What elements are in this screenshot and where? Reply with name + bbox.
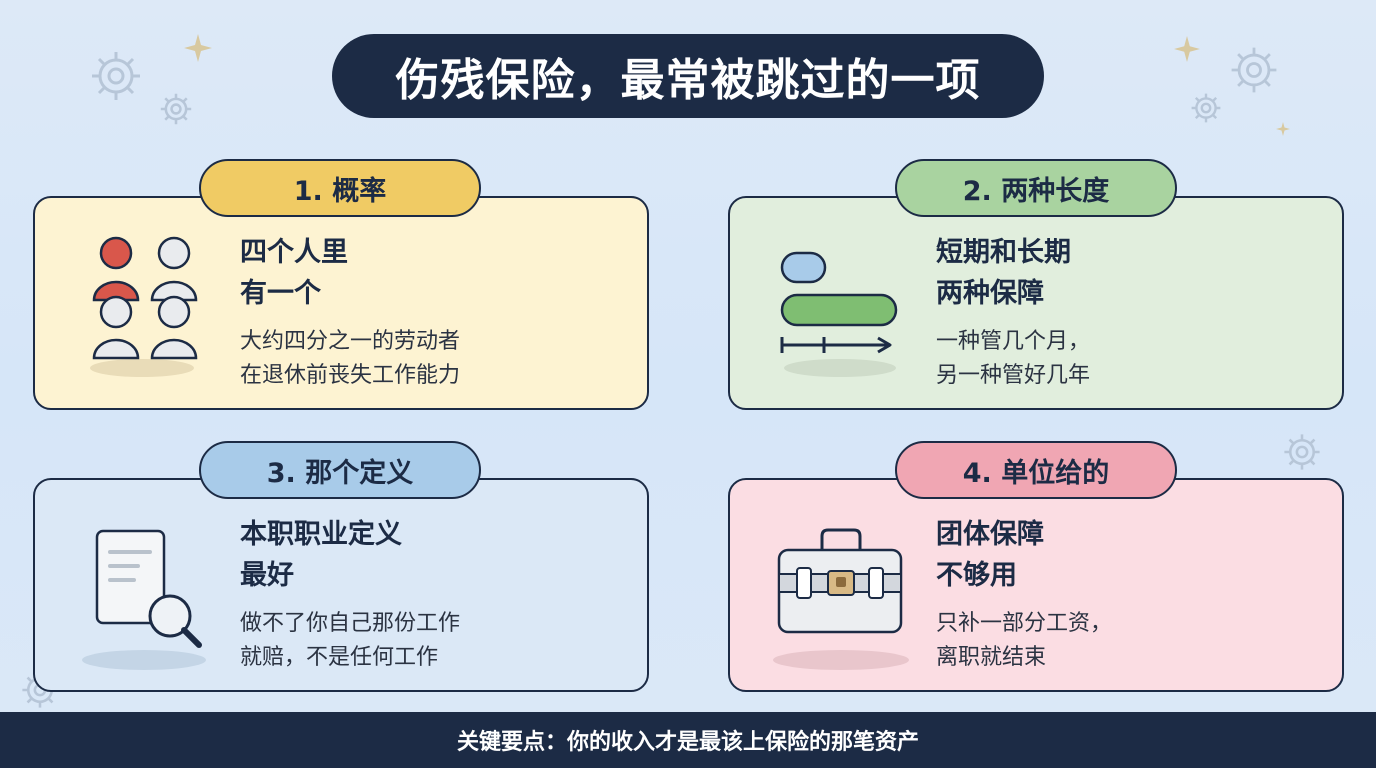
card-tab-duration: 2. 两种长度 <box>895 159 1177 217</box>
card-body: 一种管几个月， 另一种管好几年 <box>936 329 1091 388</box>
gear-icon <box>1284 434 1320 470</box>
card-tab-definition: 3. 那个定义 <box>199 441 481 499</box>
card-body: 大约四分之一的劳动者 在退休前丧失工作能力 <box>240 329 461 388</box>
card-body: 只补一部分工资， 离职就结束 <box>936 611 1113 670</box>
card-headline: 四个人里 有一个 <box>240 237 348 309</box>
page-title: 伤残保险，最常被跳过的一项 <box>395 55 981 106</box>
card-headline: 团体保障 不够用 <box>936 519 1044 591</box>
briefcase-icon <box>773 528 909 670</box>
key-takeaway: 关键要点：你的收入才是最该上保险的那笔资产 <box>456 730 919 755</box>
footer-banner: 关键要点：你的收入才是最该上保险的那笔资产 <box>0 712 1376 768</box>
gear-icon <box>92 52 140 100</box>
sparkle-icon <box>184 34 212 62</box>
title-banner: 伤残保险，最常被跳过的一项 <box>332 34 1044 118</box>
gear-icon <box>160 93 192 125</box>
card-headline: 本职职业定义 最好 <box>240 519 402 591</box>
gear-icon <box>1191 93 1221 123</box>
card-headline: 短期和长期 两种保障 <box>936 237 1071 309</box>
document-magnifier-icon <box>82 529 206 670</box>
people-icon <box>90 236 198 377</box>
sparkle-icon <box>1276 122 1290 136</box>
card-tab-group-coverage: 4. 单位给的 <box>895 441 1177 499</box>
sparkle-icon <box>1174 36 1200 62</box>
card-tab-probability: 1. 概率 <box>199 159 481 217</box>
card-body: 做不了你自己那份工作 就赔，不是任何工作 <box>240 611 461 670</box>
gear-icon <box>1231 47 1277 93</box>
duration-bars-icon <box>780 251 898 377</box>
